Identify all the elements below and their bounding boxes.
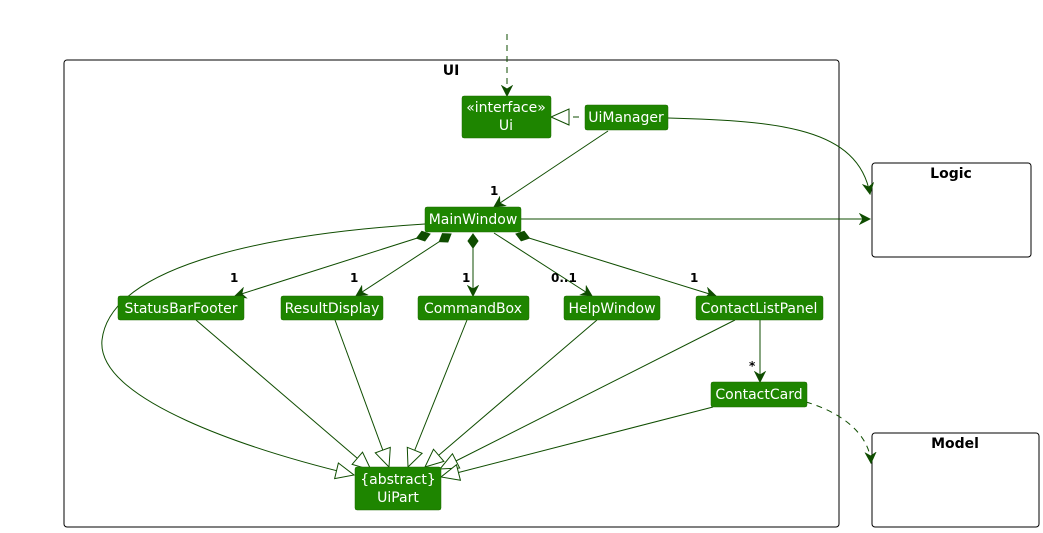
edge-mainwindow-contactlistpanel xyxy=(516,234,716,296)
edge-statusbarfooter-extends-uipart xyxy=(195,319,371,470)
node-uipart-stereotype: {abstract} xyxy=(360,472,436,488)
node-resultdisplay: ResultDisplay xyxy=(280,295,384,321)
mult-statusbarfooter: 1 xyxy=(230,271,238,285)
node-helpwindow: HelpWindow xyxy=(563,295,661,321)
node-contactcard: ContactCard xyxy=(710,381,808,408)
node-commandbox-label: CommandBox xyxy=(424,301,522,317)
node-statusbarfooter: StatusBarFooter xyxy=(117,295,245,321)
node-uimanager-label: UiManager xyxy=(588,110,664,126)
edge-contactlistpanel-extends-uipart xyxy=(440,319,736,469)
edge-mainwindow-resultdisplay xyxy=(356,234,451,296)
node-resultdisplay-label: ResultDisplay xyxy=(285,301,380,317)
mult-uimanager-mainwindow: 1 xyxy=(490,184,498,198)
edge-helpwindow-extends-uipart xyxy=(425,319,598,467)
package-ui: UI xyxy=(63,59,840,528)
edge-mainwindow-extends-uipart xyxy=(101,223,426,475)
package-logic-title: Logic xyxy=(930,166,972,182)
edge-resultdisplay-extends-uipart xyxy=(334,319,389,467)
node-contactlistpanel: ContactListPanel xyxy=(695,295,824,321)
node-contactcard-label: ContactCard xyxy=(715,387,802,403)
node-mainwindow: MainWindow xyxy=(424,206,522,233)
edge-uimanager-to-logic xyxy=(667,117,870,194)
node-commandbox: CommandBox xyxy=(417,295,530,321)
node-ui: «interface» Ui xyxy=(461,95,552,139)
mult-contactcard: * xyxy=(749,359,756,373)
package-model: Model xyxy=(871,432,1040,528)
node-uipart-name: UiPart xyxy=(377,490,419,506)
node-contactlistpanel-label: ContactListPanel xyxy=(701,301,818,317)
node-uipart: {abstract} UiPart xyxy=(354,466,442,511)
mult-resultdisplay: 1 xyxy=(350,271,358,285)
package-model-title: Model xyxy=(931,436,979,452)
edge-uimanager-to-mainwindow xyxy=(494,130,609,207)
mult-helpwindow: 0..1 xyxy=(551,271,577,285)
multiplicity-labels: 1 1 1 1 0..1 1 * xyxy=(230,184,756,373)
node-uimanager: UiManager xyxy=(584,104,669,131)
package-logic: Logic xyxy=(871,162,1032,258)
edge-contactcard-to-model xyxy=(805,401,871,463)
node-ui-name: Ui xyxy=(499,118,513,134)
mult-contactlistpanel: 1 xyxy=(690,271,698,285)
package-ui-title: UI xyxy=(443,63,460,79)
node-helpwindow-label: HelpWindow xyxy=(568,301,655,317)
node-statusbarfooter-label: StatusBarFooter xyxy=(124,301,237,317)
node-mainwindow-label: MainWindow xyxy=(429,212,518,228)
mult-commandbox: 1 xyxy=(462,271,470,285)
edge-contactcard-extends-uipart xyxy=(441,406,714,477)
edge-commandbox-extends-uipart xyxy=(408,319,468,467)
edges xyxy=(101,34,871,477)
node-ui-stereotype: «interface» xyxy=(466,100,546,116)
